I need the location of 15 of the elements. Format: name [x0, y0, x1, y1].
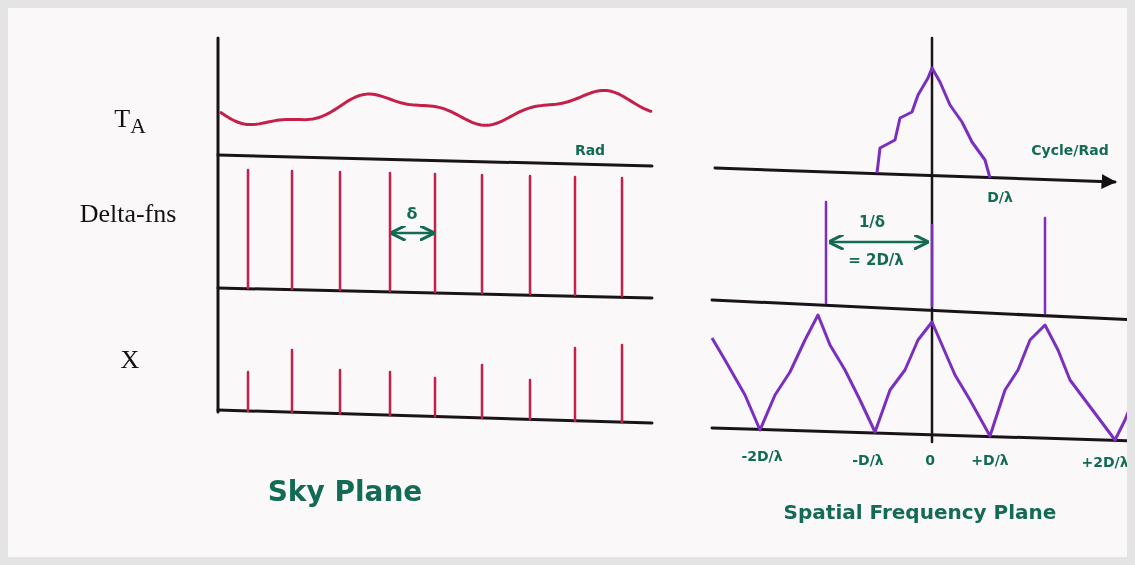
axis-label: X [120, 347, 140, 373]
tick-label: -D/λ [852, 453, 884, 467]
axis-label: T$_{A}$ [114, 106, 146, 138]
tick-label: +D/λ [971, 453, 1009, 467]
unit-label: Cycle/Rad [1031, 143, 1109, 157]
panel-caption: Sky Plane [267, 478, 423, 506]
tick-label: D/λ [987, 190, 1013, 204]
dimension-label: = 2D/λ [848, 252, 904, 268]
axis-label: Delta-fns [79, 201, 177, 227]
dimension-label: 1/δ [858, 214, 886, 230]
panel-caption: Spatial Frequency Plane [783, 502, 1057, 522]
tick-label: -2D/λ [741, 449, 783, 463]
tick-label: 0 [925, 453, 935, 467]
dimension-label: δ [406, 206, 418, 222]
unit-label: Rad [574, 143, 606, 157]
